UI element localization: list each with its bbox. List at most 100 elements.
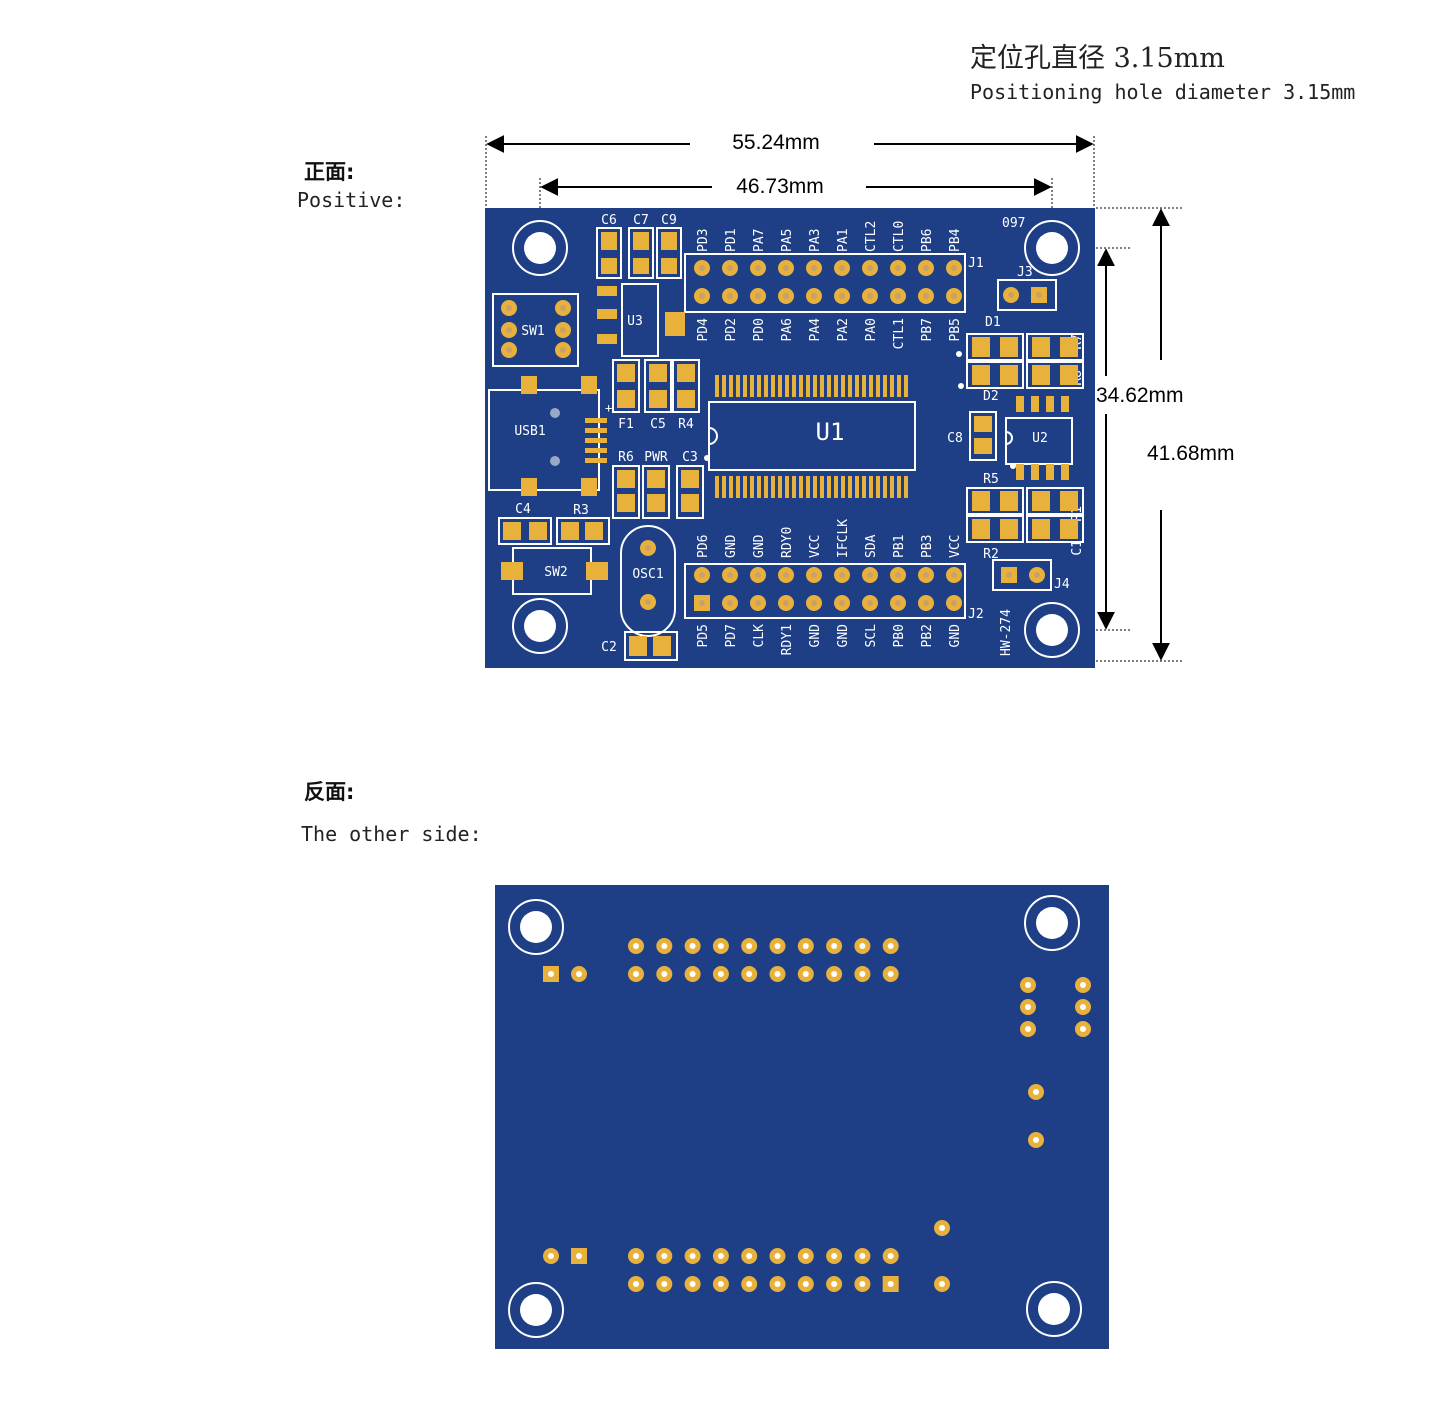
hole-diameter-note-cn: 定位孔直径 3.15mm (970, 43, 1225, 74)
pcb-back-hole-drills (520, 907, 1070, 1326)
usb1-pin (585, 448, 607, 453)
j1-top-pin-label: PB6 (920, 229, 935, 252)
j2-bottom-pin-label: PD7 (724, 624, 739, 647)
mounting-hole-drill (1036, 614, 1068, 646)
back-pin-drill (774, 943, 781, 949)
j2-bottom-pin-label: PB2 (920, 624, 935, 647)
j2-top-pin-label: GND (752, 534, 767, 558)
back-pin-drill (1080, 1004, 1086, 1010)
pin-drill (867, 265, 873, 271)
pin-drill (560, 327, 566, 333)
pwr-pad (647, 494, 665, 512)
u1-pin (813, 476, 817, 498)
back-pin-drill (939, 1225, 945, 1231)
usb1-pad (521, 376, 537, 394)
f1-label: F1 (618, 417, 634, 432)
u2-pin (1046, 464, 1054, 480)
c7-pad (633, 258, 649, 274)
back-pin-drill (689, 943, 696, 949)
pin-drill (727, 293, 733, 299)
back-pin-drill (689, 971, 696, 977)
u1-pin (771, 476, 775, 498)
u1-pin (736, 375, 740, 397)
back-pin-drill (1080, 982, 1086, 988)
c4-pad (503, 522, 521, 540)
back-pin-drill (831, 1253, 838, 1259)
usb1-hole (550, 408, 560, 418)
back-pin-drill (831, 943, 838, 949)
r6-pad (617, 470, 635, 488)
u1-pin (799, 476, 803, 498)
back-pin-drill (717, 1281, 724, 1287)
u1-pin (792, 476, 796, 498)
board-code-label: 097 (1002, 216, 1025, 231)
u1-pin (848, 476, 852, 498)
pin-drill (645, 599, 651, 605)
j2-bottom-pin-label: GND (808, 624, 823, 648)
u1-pin (834, 375, 838, 397)
u2-pin (1061, 396, 1069, 412)
pin-drill (811, 293, 817, 299)
u2-pin (1061, 464, 1069, 480)
u1-pin (806, 476, 810, 498)
c5-pad (649, 390, 667, 408)
pin-drill (727, 572, 733, 578)
u1-pin (799, 375, 803, 397)
pin-drill (839, 600, 845, 606)
dimension-height-inner: 34.62mm (1096, 384, 1184, 407)
u1-pin (743, 476, 747, 498)
back-pin-drill (802, 1281, 809, 1287)
polarity-dot (956, 351, 962, 357)
usb1-pad (581, 478, 597, 496)
j2-top-pin-label: SDA (864, 534, 879, 558)
j1-top-pin-label: PB4 (948, 228, 963, 252)
back-pin-drill (548, 1253, 554, 1259)
j2-top-pin-label: PB1 (892, 535, 907, 558)
back-pin-drill (774, 1253, 781, 1259)
pin-drill (506, 327, 512, 333)
pin-drill (923, 265, 929, 271)
u2-pin (1031, 464, 1039, 480)
j1-bottom-pin-label: PA4 (808, 318, 823, 342)
resistor-pad (1060, 519, 1078, 539)
back-pin-drill (859, 971, 866, 977)
j2-top-pin-label: VCC (808, 535, 823, 558)
j1-bottom-pin-label: CTL1 (892, 318, 907, 349)
polarity-dot (958, 383, 964, 389)
u1-pin (778, 375, 782, 397)
back-pin-drill (831, 971, 838, 977)
resistor-pad (972, 519, 990, 539)
u2-pin1-dot (1010, 463, 1016, 469)
diode-resistor-outline (1026, 333, 1084, 361)
j2-bottom-pin-label: PD5 (696, 624, 711, 647)
pin-drill (699, 600, 705, 606)
diode-resistor-pad (1000, 365, 1018, 385)
u1-pin (869, 476, 873, 498)
diode-resistor-pad (1000, 337, 1018, 357)
pin-drill (839, 265, 845, 271)
back-side-heading-en: The other side: (301, 822, 482, 846)
u1-pin (876, 375, 880, 397)
u1-pin (820, 476, 824, 498)
u1-label: U1 (816, 418, 845, 446)
back-pin-drill (887, 1281, 894, 1287)
pwr-label: PWR (644, 450, 668, 465)
d2-label: D2 (983, 389, 999, 404)
j1-bottom-pin-label: PD4 (696, 318, 711, 342)
back-pin-drill (746, 1253, 753, 1259)
pcb-back-mounting-holes (508, 895, 1082, 1338)
front-side-heading-en: Positive: (297, 188, 406, 212)
j2-bottom-pin-label: RDY1 (780, 624, 795, 655)
pin-drill (1034, 572, 1040, 578)
j2-bottom-pin-label: SCL (864, 624, 879, 648)
j3-label: J3 (1017, 265, 1033, 280)
c9-pad (661, 258, 677, 274)
u3-tab (665, 312, 685, 336)
j1-top-pin-label: PA3 (808, 229, 823, 252)
model-label: HW-274 (999, 609, 1014, 656)
c7-outline (628, 227, 654, 279)
pin-drill (755, 600, 761, 606)
back-pin-drill (774, 971, 781, 977)
usb1-pin (585, 438, 607, 443)
